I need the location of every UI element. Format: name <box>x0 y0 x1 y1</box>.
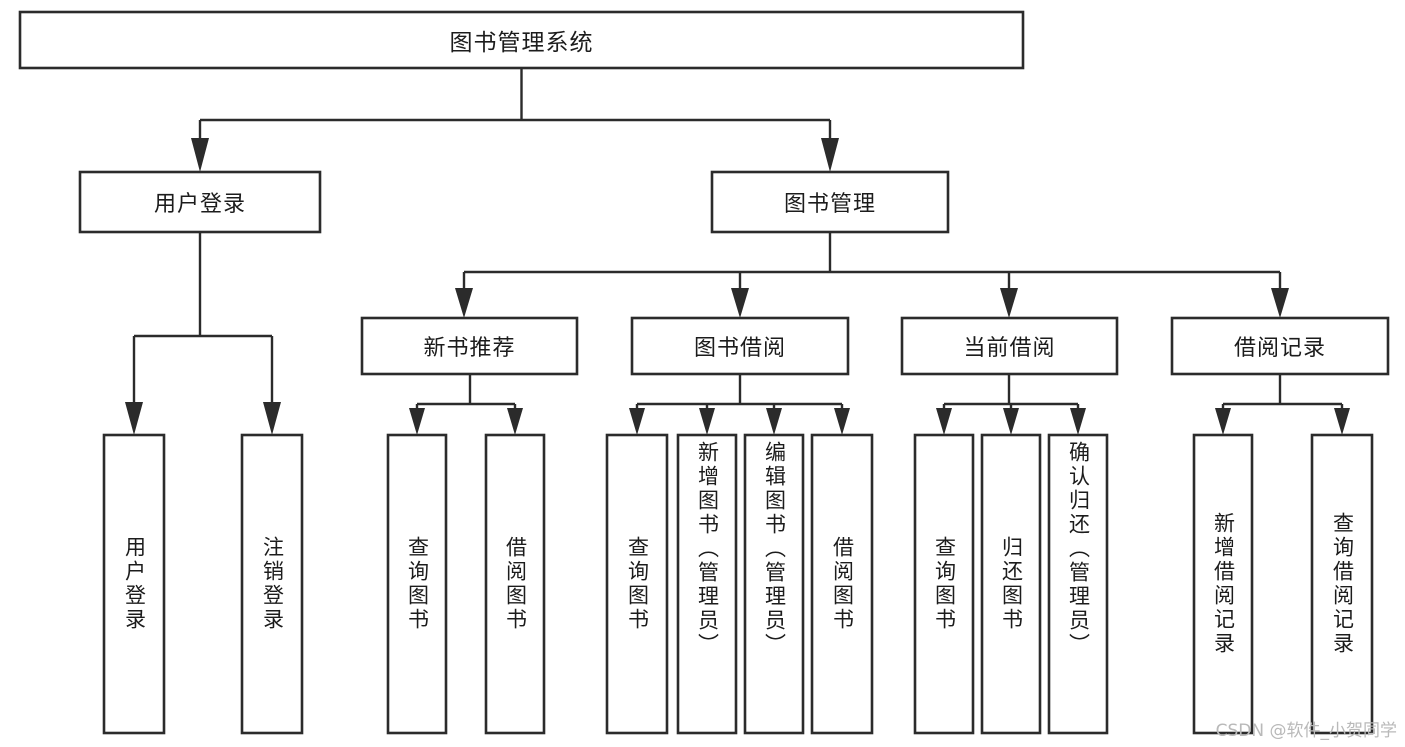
node-current-borrow[interactable] <box>900 316 1119 376</box>
node-book-manage[interactable] <box>710 170 950 234</box>
node-bb-edit-book[interactable] <box>743 433 805 735</box>
arrow-cb-leaf-3 <box>1070 408 1086 435</box>
arrow-nbr-leaf-2 <box>507 408 523 435</box>
arrow-bookmanage-to-new-book-recommend <box>455 288 473 318</box>
node-root[interactable] <box>18 10 1025 70</box>
arrow-bb-leaf-4 <box>834 408 850 435</box>
node-cb-confirm-return[interactable] <box>1047 433 1109 735</box>
arrow-root-to-book-manage <box>821 138 839 172</box>
arrow-bookmanage-to-book-borrow <box>731 288 749 318</box>
watermark-text: CSDN @软件_小贺同学 <box>1215 721 1397 741</box>
node-new-book-recommend[interactable] <box>360 316 579 376</box>
node-br-query-record[interactable] <box>1310 433 1374 735</box>
node-cb-return-book[interactable] <box>980 433 1042 735</box>
arrow-br-leaf-1 <box>1215 408 1231 435</box>
arrow-bb-leaf-2 <box>699 408 715 435</box>
node-br-add-record[interactable] <box>1192 433 1254 735</box>
arrow-root-to-user-login <box>191 138 209 172</box>
node-nbr-query-book[interactable] <box>386 433 448 735</box>
node-layer <box>18 10 1390 735</box>
arrow-cb-leaf-2 <box>1003 408 1019 435</box>
connector-layer <box>125 68 1350 435</box>
arrow-bookmanage-to-borrow-record <box>1271 288 1289 318</box>
arrow-nbr-leaf-1 <box>409 408 425 435</box>
arrow-bb-leaf-1 <box>629 408 645 435</box>
arrow-bookmanage-to-current-borrow <box>1000 288 1018 318</box>
arrow-cb-leaf-1 <box>936 408 952 435</box>
node-user-login-leaf[interactable] <box>102 433 166 735</box>
node-bb-borrow-book[interactable] <box>810 433 874 735</box>
arrow-userlogin-leaf-2 <box>263 402 281 435</box>
arrow-userlogin-leaf-1 <box>125 402 143 435</box>
node-user-login[interactable] <box>78 170 322 234</box>
node-book-borrow[interactable] <box>630 316 850 376</box>
node-logout-leaf[interactable] <box>240 433 304 735</box>
node-cb-query-book[interactable] <box>913 433 975 735</box>
arrow-br-leaf-2 <box>1334 408 1350 435</box>
node-borrow-record[interactable] <box>1170 316 1390 376</box>
node-nbr-borrow-book[interactable] <box>484 433 546 735</box>
arrow-bb-leaf-3 <box>766 408 782 435</box>
node-bb-add-book[interactable] <box>676 433 738 735</box>
node-bb-query-book[interactable] <box>605 433 669 735</box>
